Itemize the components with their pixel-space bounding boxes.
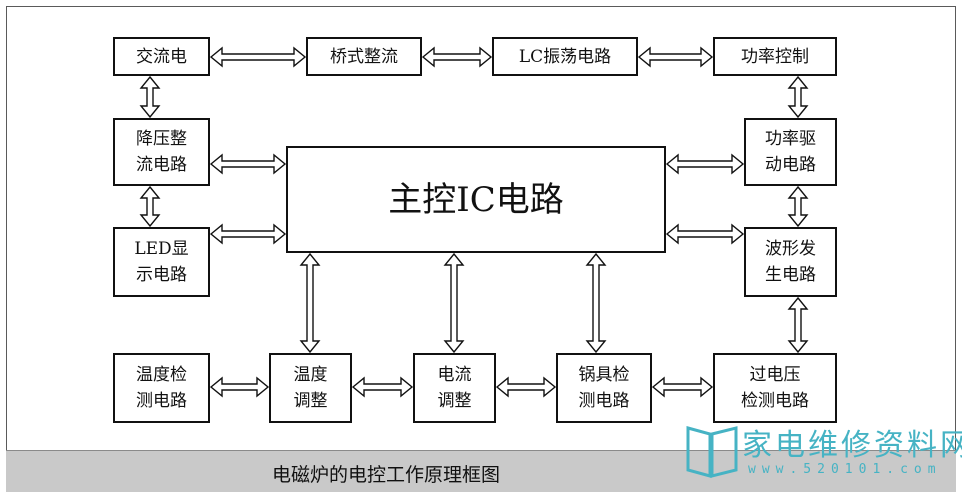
box-led-display: LED显 示电路 [113,227,210,297]
arrow-main-temperature-adjust [299,252,321,354]
box-power-driver: 功率驱 动电路 [744,118,837,186]
arrow-main-driver [665,153,745,175]
diagram-caption: 电磁炉的电控工作原理框图 [271,464,500,486]
box-lc-oscillator: LC振荡电路 [492,37,638,76]
box-waveform-generator: 波形发 生电路 [744,227,837,297]
arrow-stepdown-main [209,153,287,175]
arrow-current-pan [495,376,557,398]
watermark-logo: 家电维修资料网 www.520101.com [680,418,962,490]
box-overvoltage-detect: 过电压 检测电路 [713,353,837,423]
box-current-adjust: 电流 调整 [413,353,496,423]
arrow-tempdetect-tempadjust [209,376,270,398]
arrow-tempadjust-current [351,376,414,398]
arrow-main-waveform [665,223,745,245]
book-icon [686,426,738,478]
arrow-main-current-adjust [443,252,465,354]
connector-layer [139,46,809,398]
arrow-driver-waveform [787,185,809,228]
box-temperature-detect: 温度检 测电路 [113,353,210,423]
watermark-url: www.520101.com [748,462,942,477]
arrow-ac-bridge [209,46,307,68]
arrow-bridge-lc [421,46,493,68]
arrow-stepdown-led [139,185,161,228]
arrow-lc-power-control [637,46,714,68]
box-stepdown-rectifier: 降压整 流电路 [113,118,210,186]
box-power-control: 功率控制 [713,37,837,76]
box-pan-detect: 锅具检 测电路 [556,353,652,423]
box-bridge-rectifier: 桥式整流 [306,37,422,76]
box-main-ic: 主控IC电路 [286,146,666,253]
arrow-led-main [209,223,287,245]
caption-bar: 电磁炉的电控工作原理框图 [6,450,956,492]
arrow-ac-stepdown [139,75,161,119]
box-temperature-adjust: 温度 调整 [269,353,352,423]
arrow-pan-overvoltage [651,376,714,398]
arrow-power-control-driver [787,75,809,119]
arrow-waveform-overvoltage [787,296,809,354]
box-ac-power: 交流电 [113,37,210,76]
arrow-main-pan-detect [585,252,607,354]
watermark-name: 家电维修资料网 [742,428,962,463]
